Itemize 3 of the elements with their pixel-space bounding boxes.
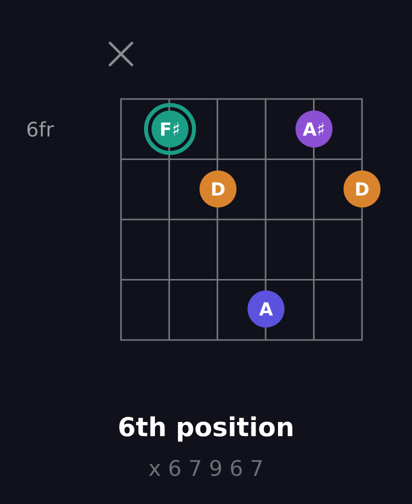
caption: 6th position bbox=[119, 416, 292, 442]
fingering-text: x 6 7 9 6 7 bbox=[148, 460, 262, 476]
fret-label: 6fr bbox=[27, 121, 54, 137]
